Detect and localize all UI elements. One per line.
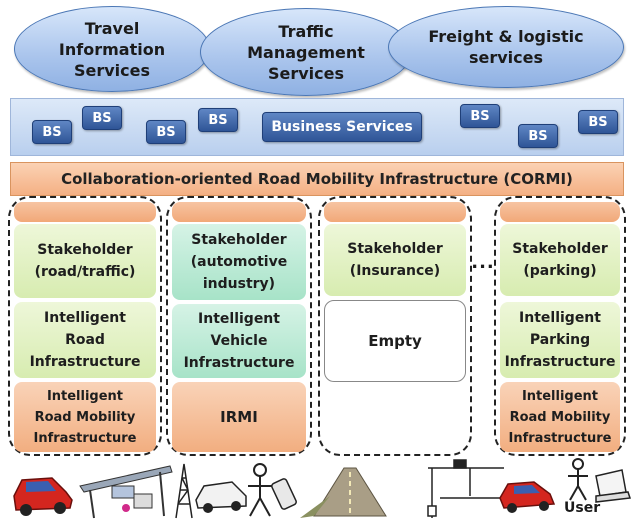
intelligent-vehicle-infrastructure-label: Intelligent Vehicle Infrastructure — [183, 311, 295, 371]
bs-box: BS — [82, 106, 122, 130]
toll-gate-icon — [427, 459, 504, 518]
car-icon — [13, 477, 73, 516]
empty-label: Empty — [368, 332, 422, 350]
person-icon — [248, 463, 272, 517]
car-icon — [499, 481, 556, 513]
intelligent-parking-infrastructure-box: Intelligent Parking Infrastructure — [500, 302, 620, 378]
stakeholder-column-automotive — [166, 196, 312, 456]
service-traffic-management-label: Traffic Management Services — [247, 21, 365, 83]
column-cap — [14, 202, 156, 222]
bs-box: BS — [146, 120, 186, 144]
service-freight-logistic: Freight & logistic services — [388, 6, 624, 88]
bs-label: BS — [156, 124, 176, 140]
stakeholder-parking-box: Stakeholder (parking) — [500, 224, 620, 296]
intelligent-parking-infrastructure-label: Intelligent Parking Infrastructure — [504, 310, 616, 370]
bs-label: BS — [470, 108, 490, 124]
bs-label: BS — [92, 110, 112, 126]
service-travel-information-label: Travel Information Services — [58, 18, 166, 80]
bs-label: BS — [42, 124, 62, 140]
parking-mobility-infrastructure-label: Intelligent Road Mobility Infrastructure — [508, 388, 612, 446]
stakeholder-column-parking — [494, 196, 626, 456]
bs-box: BS — [460, 104, 500, 128]
bs-box: BS — [578, 110, 618, 134]
car-icon — [195, 481, 247, 513]
antenna-tower-icon — [175, 463, 193, 519]
irmi-box: IRMI — [172, 382, 306, 452]
bs-label: BS — [528, 128, 548, 144]
column-cap — [324, 202, 466, 222]
cormi-band: Collaboration-oriented Road Mobility Inf… — [10, 162, 624, 196]
bs-box: BS — [518, 124, 558, 148]
intelligent-road-infrastructure-box: Intelligent Road Infrastructure — [14, 302, 156, 378]
user-label-text: User — [564, 500, 601, 516]
service-travel-information: Travel Information Services — [14, 6, 210, 92]
column-cap — [500, 202, 620, 222]
stakeholder-automotive-label: Stakeholder (automotive industry) — [190, 232, 288, 292]
user-icon — [568, 458, 588, 501]
intelligent-road-infrastructure-label: Intelligent Road Infrastructure — [29, 310, 141, 370]
business-services-label: Business Services — [271, 119, 413, 135]
bs-box: BS — [198, 108, 238, 132]
laptop-icon — [595, 469, 632, 503]
stakeholder-parking-label: Stakeholder (parking) — [512, 241, 608, 279]
service-freight-logistic-label: Freight & logistic services — [428, 27, 584, 67]
road-mobility-infrastructure-label: Intelligent Road Mobility Infrastructure — [33, 388, 137, 446]
business-services-box: Business Services — [262, 112, 422, 142]
bs-label: BS — [588, 114, 608, 130]
ellipsis-label: ... — [471, 251, 495, 273]
road-icon — [300, 467, 387, 518]
column-cap — [172, 202, 306, 222]
stakeholder-column-insurance — [318, 196, 472, 456]
stakeholder-automotive-box: Stakeholder (automotive industry) — [172, 224, 306, 300]
service-traffic-management: Traffic Management Services — [200, 8, 412, 96]
stakeholder-insurance-box: Stakeholder (Insurance) — [324, 224, 466, 296]
user-label: User — [564, 500, 604, 518]
intelligent-vehicle-infrastructure-box: Intelligent Vehicle Infrastructure — [172, 304, 306, 378]
empty-box: Empty — [324, 300, 466, 382]
more-stakeholders-ellipsis: ... — [471, 251, 495, 273]
bs-box: BS — [32, 120, 72, 144]
cormi-title: Collaboration-oriented Road Mobility Inf… — [61, 170, 573, 188]
parking-mobility-infrastructure-box: Intelligent Road Mobility Infrastructure — [500, 382, 620, 452]
stakeholder-road-box: Stakeholder (road/traffic) — [14, 224, 156, 298]
irmi-label: IRMI — [220, 407, 258, 426]
phone-icon — [271, 478, 297, 510]
bottom-icons-row — [13, 458, 632, 519]
stakeholder-insurance-label: Stakeholder (Insurance) — [347, 241, 443, 279]
bridge-icon — [79, 465, 173, 519]
stakeholder-road-label: Stakeholder (road/traffic) — [34, 242, 136, 280]
stakeholder-column-road — [8, 196, 162, 456]
road-mobility-infrastructure-box: Intelligent Road Mobility Infrastructure — [14, 382, 156, 452]
bs-label: BS — [208, 112, 228, 128]
